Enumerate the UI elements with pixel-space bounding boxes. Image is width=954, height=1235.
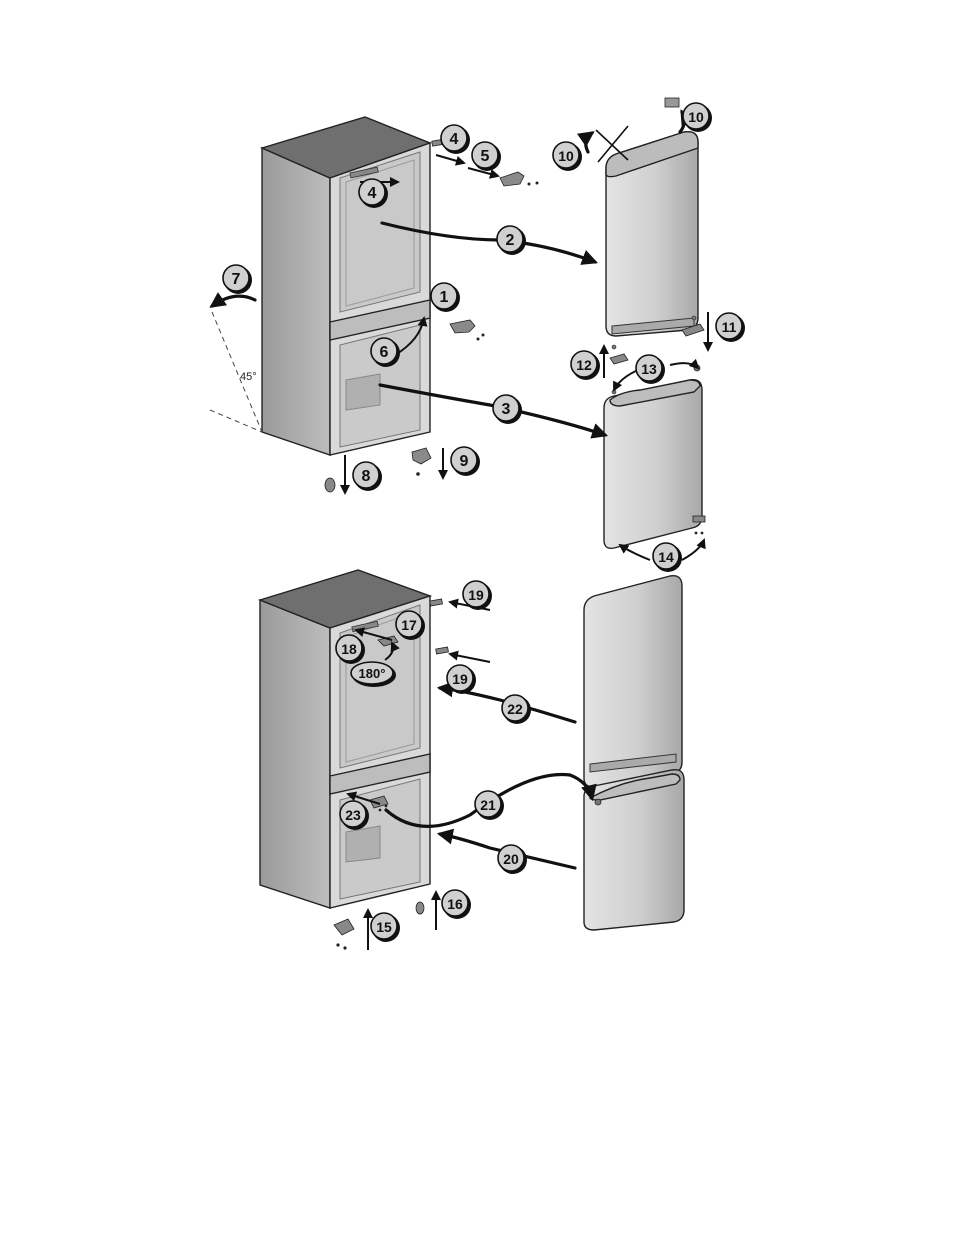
badge-15: 15 xyxy=(371,913,400,942)
svg-text:19: 19 xyxy=(452,671,468,687)
fridge-top-cabinet xyxy=(262,117,430,455)
svg-text:19: 19 xyxy=(468,587,484,603)
svg-text:22: 22 xyxy=(507,701,523,717)
svg-text:4: 4 xyxy=(368,185,377,202)
badge-22: 22 xyxy=(502,695,531,724)
tilt-guide: 45° xyxy=(210,312,262,432)
svg-text:7: 7 xyxy=(232,271,241,288)
svg-text:9: 9 xyxy=(460,453,469,470)
badge-1: 1 xyxy=(431,283,460,312)
badge-2: 2 xyxy=(497,226,526,255)
badge-10a: 10 xyxy=(553,142,582,171)
svg-text:6: 6 xyxy=(380,344,389,361)
badge-3: 3 xyxy=(493,395,522,424)
badge-13: 13 xyxy=(636,355,665,384)
badge-16: 16 xyxy=(442,890,471,919)
badge-8: 8 xyxy=(353,462,382,491)
svg-text:1: 1 xyxy=(440,289,449,306)
svg-text:8: 8 xyxy=(362,468,371,485)
svg-text:14: 14 xyxy=(658,549,674,565)
badge-20: 20 xyxy=(498,845,527,874)
reinstall-lower-door xyxy=(584,770,684,930)
badge-5: 5 xyxy=(472,142,501,171)
lower-door xyxy=(604,380,705,549)
svg-text:17: 17 xyxy=(401,617,417,633)
svg-text:21: 21 xyxy=(480,797,496,813)
svg-text:16: 16 xyxy=(447,896,463,912)
svg-text:2: 2 xyxy=(506,232,515,249)
reinstall-upper-door xyxy=(584,576,682,787)
svg-text:180°: 180° xyxy=(359,666,386,681)
svg-text:23: 23 xyxy=(345,807,361,823)
upper-door xyxy=(596,98,698,336)
badge-10b: 10 xyxy=(683,103,712,132)
svg-text:13: 13 xyxy=(641,361,657,377)
svg-text:10: 10 xyxy=(688,109,704,125)
svg-text:3: 3 xyxy=(502,401,511,418)
badge-7: 7 xyxy=(223,265,252,294)
svg-text:12: 12 xyxy=(576,357,592,373)
badge-9: 9 xyxy=(451,447,480,476)
svg-text:11: 11 xyxy=(722,319,737,335)
badge-14: 14 xyxy=(653,543,682,572)
tilt-angle-label: 45° xyxy=(240,371,257,383)
badge-12: 12 xyxy=(571,351,600,380)
badge-4a: 4 xyxy=(441,125,470,154)
svg-text:10: 10 xyxy=(558,148,574,164)
svg-text:18: 18 xyxy=(341,641,357,657)
svg-text:15: 15 xyxy=(376,919,392,935)
svg-text:20: 20 xyxy=(503,851,519,867)
svg-text:5: 5 xyxy=(481,148,490,165)
svg-text:4: 4 xyxy=(450,131,459,148)
badge-11: 11 xyxy=(716,313,745,342)
